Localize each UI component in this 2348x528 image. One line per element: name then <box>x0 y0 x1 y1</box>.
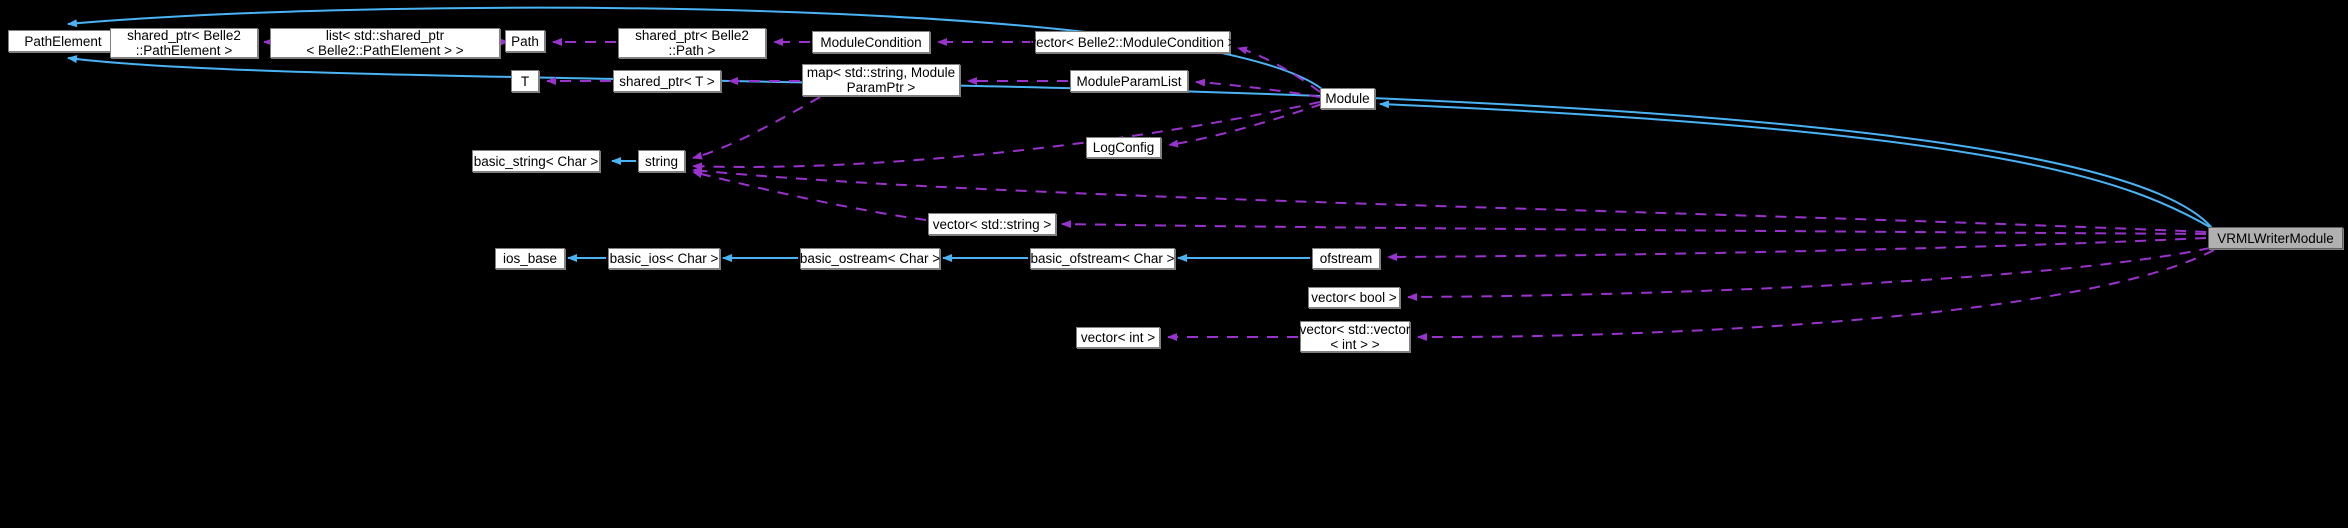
node-basic_string[interactable]: basic_string< Char > <box>472 150 600 172</box>
edge-vec_string-to-string <box>692 170 927 221</box>
edge-vrmlwritermodule-to-vec_bool <box>1407 247 2211 301</box>
node-vec_modcond[interactable]: vector< Belle2::ModuleCondition > <box>1029 31 1236 53</box>
edge-vrmlwritermodule-to-string <box>692 166 2207 233</box>
edge-vrmlwritermodule-to-vec_string <box>1061 220 2207 235</box>
inheritance-edges <box>67 6 2216 262</box>
edge-vrmlwritermodule-to-vec_vec_int <box>1417 249 2215 342</box>
edge-module-to-pathelement <box>67 6 1323 90</box>
node-modulecondition[interactable]: ModuleCondition <box>812 31 930 53</box>
node-map_string_mpp[interactable]: map< std::string, Module ParamPtr > <box>802 64 960 96</box>
edge-vrmlwritermodule-to-module <box>1379 100 2216 231</box>
node-ios_base[interactable]: ios_base <box>495 248 565 269</box>
node-logconfig[interactable]: LogConfig <box>1086 137 1161 158</box>
usage-edges <box>108 38 2215 342</box>
node-vec_string[interactable]: vector< std::string > <box>928 213 1056 235</box>
node-basic_ios[interactable]: basic_ios< Char > <box>608 248 720 269</box>
node-vrmlwritermodule[interactable]: VRMLWriterModule <box>2208 227 2343 249</box>
node-string[interactable]: string <box>638 150 685 172</box>
edge-vrmlwritermodule-to-pathelement <box>67 55 2213 229</box>
edge-module-to-vec_modcond <box>1237 46 1321 93</box>
node-basic_ofstream[interactable]: basic_ofstream< Char > <box>1030 248 1175 269</box>
node-sp_t[interactable]: shared_ptr< T > <box>613 70 721 92</box>
edge-map_string_mpp-to-string <box>692 96 821 160</box>
edge-module-to-string <box>692 101 1321 171</box>
node-path[interactable]: Path <box>505 30 545 52</box>
edge-module-to-moduleparamlist <box>1195 78 1321 98</box>
node-vec_bool[interactable]: vector< bool > <box>1308 287 1400 308</box>
node-pathelement[interactable]: PathElement <box>8 30 118 52</box>
node-sp_pathelement[interactable]: shared_ptr< Belle2 ::PathElement > <box>110 28 258 58</box>
node-ofstream[interactable]: ofstream <box>1312 248 1380 269</box>
node-module[interactable]: Module <box>1320 88 1375 109</box>
edge-vrmlwritermodule-to-ofstream <box>1387 237 2207 261</box>
node-vec_vec_int[interactable]: vector< std::vector < int > > <box>1299 321 1411 352</box>
node-t[interactable]: T <box>511 70 539 92</box>
node-basic_ostream[interactable]: basic_ostream< Char > <box>800 248 940 269</box>
node-list_sp_pe[interactable]: list< std::shared_ptr < Belle2::PathElem… <box>270 28 500 58</box>
edge-module-to-logconfig <box>1168 103 1323 148</box>
node-vec_int[interactable]: vector< int > <box>1076 327 1160 348</box>
node-sp_path[interactable]: shared_ptr< Belle2 ::Path > <box>618 28 766 58</box>
node-moduleparamlist[interactable]: ModuleParamList <box>1070 70 1188 92</box>
